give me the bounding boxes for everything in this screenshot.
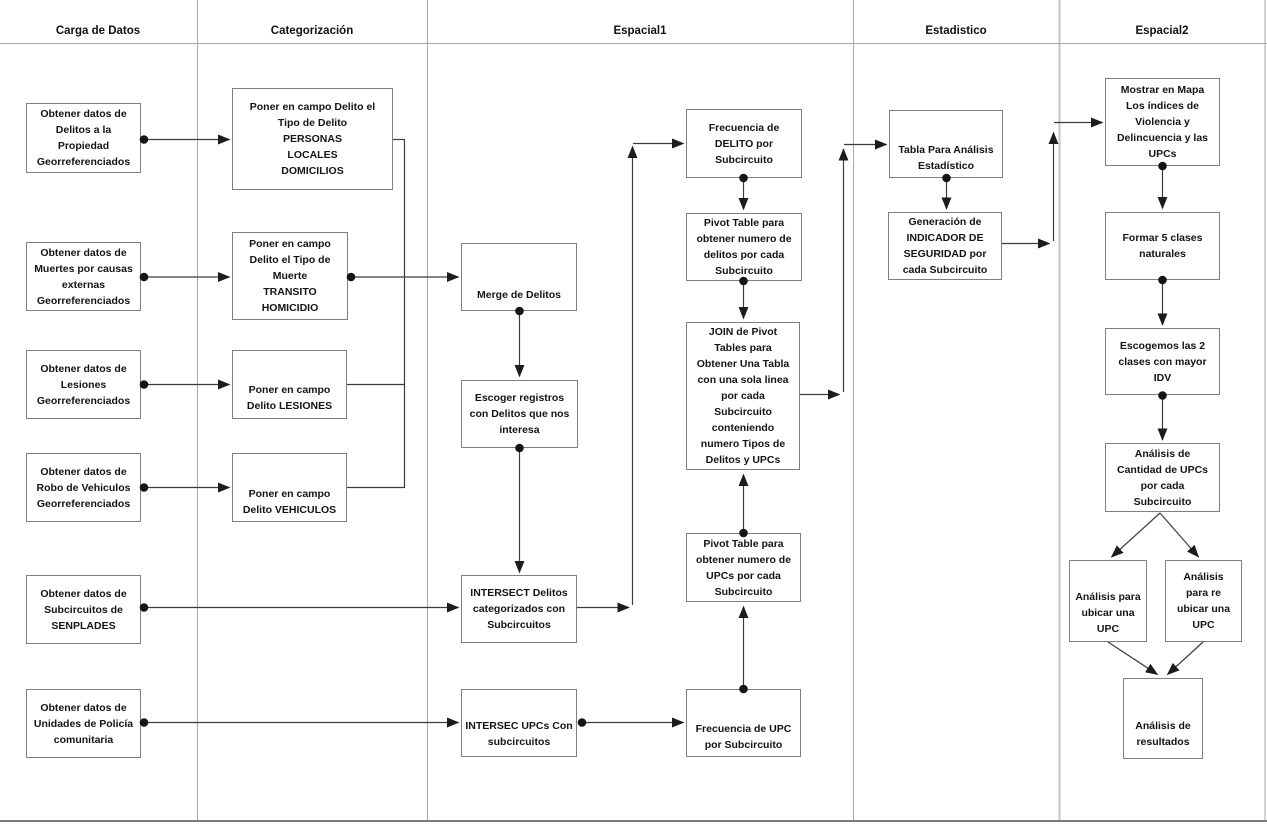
node-analisis-ubicar-upc: Análisis para ubicar una UPC xyxy=(1069,560,1147,642)
node-formar-5-clases: Formar 5 clases naturales xyxy=(1105,212,1220,280)
connector-dots xyxy=(139,135,1167,727)
node-poner-delito-tipo-delito: Poner en campo Delito el Tipo de Delito … xyxy=(232,88,393,190)
lane-header-categorizacion: Categorización xyxy=(270,25,354,37)
node-obtener-delitos-propiedad: Obtener datos de Delitos a la Propiedad … xyxy=(26,103,141,173)
node-escoger-registros: Escoger registros con Delitos que nos in… xyxy=(461,380,578,448)
node-obtener-robo-vehiculos: Obtener datos de Robo de Vehiculos Georr… xyxy=(26,453,141,522)
node-pivot-delitos-subcircuito: Pivot Table para obtener numero de delit… xyxy=(686,213,802,281)
connector-lines xyxy=(144,117,1204,728)
node-obtener-upc-policia-comunitaria: Obtener datos de Unidades de Policía com… xyxy=(26,689,141,758)
node-analisis-cantidad-upcs: Análisis de Cantidad de UPCs por cada Su… xyxy=(1105,443,1220,512)
lane-header-espacial1: Espacial1 xyxy=(613,25,667,37)
node-analisis-resultados: Análisis de resultados xyxy=(1123,678,1203,759)
node-poner-delito-tipo-muerte: Poner en campo Delito el Tipo de Muerte … xyxy=(232,232,348,320)
node-obtener-muertes-causas-externas: Obtener datos de Muertes por causas exte… xyxy=(26,242,141,311)
node-intersec-upcs-subcircuitos: INTERSEC UPCs Con subcircuitos xyxy=(461,689,577,757)
lane-header-estadistico: Estadistico xyxy=(925,25,987,37)
node-poner-delito-lesiones: Poner en campo Delito LESIONES xyxy=(232,350,347,419)
node-pivot-upcs-subcircuito: Pivot Table para obtener numero de UPCs … xyxy=(686,533,801,602)
node-mostrar-mapa-indices: Mostrar en Mapa Los índices de Violencia… xyxy=(1105,78,1220,166)
node-join-pivot-tables: JOIN de Pivot Tables para Obtener Una Ta… xyxy=(686,322,800,470)
node-frecuencia-upc-subcircuito: Frecuencia de UPC por Subcircuito xyxy=(686,689,801,757)
node-analisis-reubicar-upc: Análisis para re ubicar una UPC xyxy=(1165,560,1242,642)
conn-ubicar-resultados xyxy=(1107,641,1159,676)
node-obtener-subcircuitos-senplades: Obtener datos de Subcircuitos de SENPLAD… xyxy=(26,575,141,644)
node-generacion-indicador-seguridad: Generación de INDICADOR DE SEGURIDAD por… xyxy=(888,212,1002,280)
node-tabla-analisis-estadistico: Tabla Para Análisis Estadístico xyxy=(889,110,1003,178)
node-merge-delitos: Merge de Delitos xyxy=(461,243,577,311)
lane-header-espacial2: Espacial2 xyxy=(1135,25,1189,37)
node-frecuencia-delito-subcircuito: Frecuencia de DELITO por Subcircuito xyxy=(686,109,802,178)
lane-header-carga-de-datos: Carga de Datos xyxy=(55,25,141,37)
node-obtener-lesiones: Obtener datos de Lesiones Georreferencia… xyxy=(26,350,141,419)
node-intersect-delitos-subcircuitos: INTERSECT Delitos categorizados con Subc… xyxy=(461,575,577,643)
node-poner-delito-vehiculos: Poner en campo Delito VEHICULOS xyxy=(232,453,347,522)
node-escogemos-2-clases-idv: Escogemos las 2 clases con mayor IDV xyxy=(1105,328,1220,395)
conn-cantidad-ubicar xyxy=(1110,512,1161,558)
conn-cantidad-reubicar xyxy=(1159,512,1200,558)
conn-reubicar-resultados xyxy=(1166,641,1204,676)
